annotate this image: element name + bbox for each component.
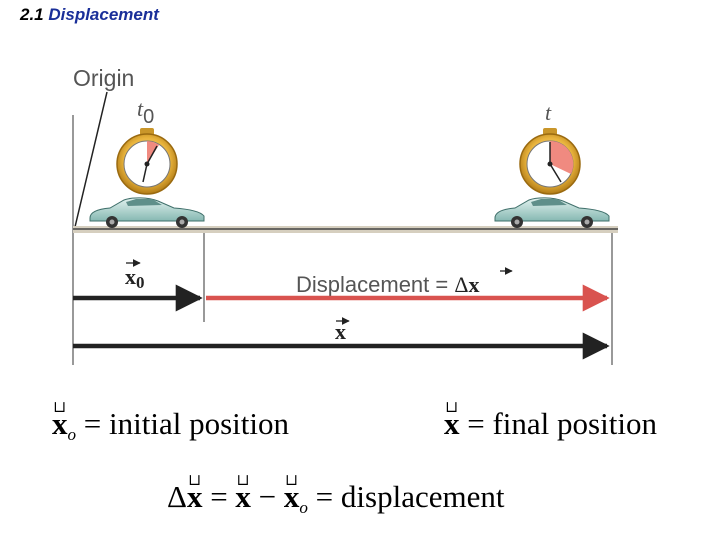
- x-vector-symbol: x: [52, 408, 68, 439]
- stopwatch-t-icon: [519, 128, 581, 195]
- slide-number: 2.1: [20, 5, 44, 24]
- origin-pointer-line: [74, 91, 108, 228]
- initial-position-equation: xo = initial position: [52, 408, 289, 443]
- car-end-icon: [494, 197, 610, 228]
- slide-title-text: Displacement: [48, 5, 159, 24]
- svg-text:x: x: [335, 319, 346, 344]
- displacement-diagram: Origin t0 t: [72, 65, 618, 365]
- origin-label: Origin: [73, 65, 134, 91]
- t0-label: t0: [137, 96, 154, 128]
- final-position-equation: x = final position: [444, 408, 657, 439]
- stopwatch-t0-icon: [116, 128, 178, 195]
- svg-text:x0: x0: [125, 264, 145, 292]
- x0-vector-label: x0: [125, 259, 145, 292]
- t-label: t: [545, 100, 552, 125]
- x-vector-symbol: x: [444, 408, 460, 439]
- displacement-label: Displacement = Δx: [296, 272, 480, 297]
- slide-title: 2.1 Displacement: [20, 5, 159, 25]
- displacement-equation: Δx = x − xo = displacement: [167, 481, 504, 516]
- x-vector-label: x: [335, 317, 350, 344]
- car-start-icon: [89, 197, 205, 228]
